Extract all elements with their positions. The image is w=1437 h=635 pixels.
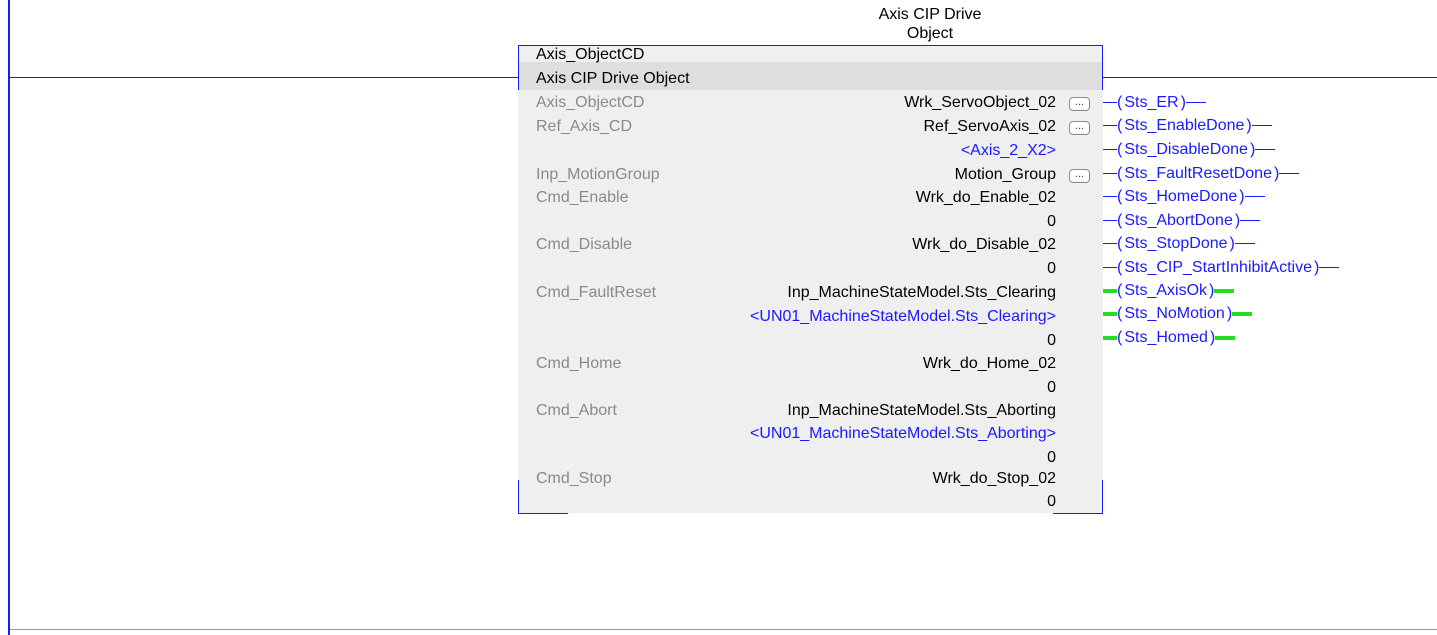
browse-button-motion-group[interactable]: ... — [1069, 169, 1090, 183]
param-state-cmd-faultreset: 0 — [1047, 332, 1056, 349]
output-coil-energized[interactable]: (Sts_NoMotion) — [1103, 305, 1253, 322]
browse-button-ref-axis[interactable]: ... — [1069, 121, 1090, 135]
output-name: Sts_AxisOk — [1124, 282, 1208, 299]
param-label-motion-group: Inp_MotionGroup — [536, 166, 660, 183]
function-block[interactable] — [518, 45, 1103, 513]
output-coil[interactable]: (Sts_AbortDone) — [1103, 212, 1261, 229]
block-bottom-right — [1053, 513, 1103, 514]
param-label-ref-axis: Ref_Axis_CD — [536, 118, 633, 135]
block-left-border-top — [518, 45, 519, 90]
output-name: Sts_CIP_StartInhibitActive — [1124, 259, 1312, 276]
param-state-cmd-enable: 0 — [1047, 213, 1056, 230]
param-alias-cmd-faultreset: <UN01_MachineStateModel.Sts_Clearing> — [750, 308, 1056, 325]
coil-wire-in — [1103, 102, 1117, 104]
param-label-cmd-home: Cmd_Home — [536, 355, 622, 372]
param-alias-ref-axis: <Axis_2_X2> — [960, 142, 1056, 159]
block-top-border — [518, 45, 1103, 46]
output-coil[interactable]: (Sts_DisableDone) — [1103, 141, 1276, 158]
param-label-cmd-abort: Cmd_Abort — [536, 402, 617, 419]
output-coil-energized[interactable]: (Sts_AxisOk) — [1103, 282, 1235, 299]
instance-name[interactable]: Axis_ObjectCD — [536, 46, 645, 63]
output-name: Sts_FaultResetDone — [1124, 165, 1272, 182]
coil-wire-out-energized — [1214, 288, 1235, 293]
param-state-cmd-abort: 0 — [1047, 449, 1056, 466]
block-right-border-top — [1102, 45, 1103, 90]
param-label-cmd-enable: Cmd_Enable — [536, 189, 629, 206]
rung-wire-right — [1103, 77, 1437, 78]
param-label-cmd-stop: Cmd_Stop — [536, 470, 612, 487]
output-coil[interactable]: (Sts_StopDone) — [1103, 235, 1255, 252]
output-coil-energized[interactable]: (Sts_Homed) — [1103, 329, 1236, 346]
block-bottom-left — [518, 513, 568, 514]
coil-wire-out — [1185, 102, 1206, 104]
param-value-axis-object[interactable]: Wrk_ServoObject_02 — [904, 94, 1056, 111]
output-coil[interactable]: (Sts_CIP_StartInhibitActive) — [1103, 259, 1340, 276]
param-value-cmd-disable[interactable]: Wrk_do_Disable_02 — [912, 236, 1056, 253]
param-value-motion-group[interactable]: Motion_Group — [954, 166, 1056, 183]
output-name: Sts_HomeDone — [1124, 188, 1238, 205]
param-value-cmd-enable[interactable]: Wrk_do_Enable_02 — [915, 189, 1056, 206]
block-title: Axis CIP Drive Object — [878, 6, 982, 42]
output-coil[interactable]: (Sts_ER) — [1103, 94, 1206, 111]
param-value-cmd-faultreset[interactable]: Inp_MachineStateModel.Sts_Clearing — [787, 284, 1056, 301]
param-state-cmd-home: 0 — [1047, 379, 1056, 396]
output-coil[interactable]: (Sts_HomeDone) — [1103, 188, 1265, 205]
param-value-ref-axis[interactable]: Ref_ServoAxis_02 — [923, 118, 1056, 135]
param-value-cmd-abort[interactable]: Inp_MachineStateModel.Sts_Aborting — [787, 402, 1056, 419]
param-label-cmd-disable: Cmd_Disable — [536, 236, 633, 253]
param-value-cmd-stop[interactable]: Wrk_do_Stop_02 — [932, 470, 1056, 487]
block-left-border-bottom — [518, 480, 519, 514]
output-name: Sts_Homed — [1124, 329, 1208, 346]
block-right-border-bottom — [1102, 480, 1103, 514]
coil-wire-in-energized — [1103, 288, 1117, 293]
param-alias-cmd-abort: <UN01_MachineStateModel.Sts_Aborting> — [750, 425, 1056, 442]
output-name: Sts_EnableDone — [1124, 117, 1245, 134]
param-value-cmd-home[interactable]: Wrk_do_Home_02 — [922, 355, 1056, 372]
output-coil[interactable]: (Sts_FaultResetDone) — [1103, 165, 1300, 182]
browse-button-axis-object[interactable]: ... — [1069, 97, 1090, 111]
output-name: Sts_StopDone — [1124, 235, 1228, 252]
param-state-cmd-stop: 0 — [1047, 493, 1056, 510]
output-coil[interactable]: (Sts_EnableDone) — [1103, 117, 1272, 134]
output-name: Sts_NoMotion — [1124, 305, 1225, 322]
rung-separator — [10, 629, 1437, 630]
output-name: Sts_ER — [1124, 94, 1179, 111]
output-name: Sts_AbortDone — [1124, 212, 1233, 229]
param-label-cmd-faultreset: Cmd_FaultReset — [536, 284, 657, 301]
left-power-rail — [8, 0, 10, 635]
instance-type: Axis CIP Drive Object — [536, 70, 690, 87]
output-name: Sts_DisableDone — [1124, 141, 1248, 158]
param-state-cmd-disable: 0 — [1047, 260, 1056, 277]
rung-wire-left — [10, 77, 518, 78]
function-block-header — [518, 62, 1103, 90]
param-label-axis-object: Axis_ObjectCD — [536, 94, 645, 111]
